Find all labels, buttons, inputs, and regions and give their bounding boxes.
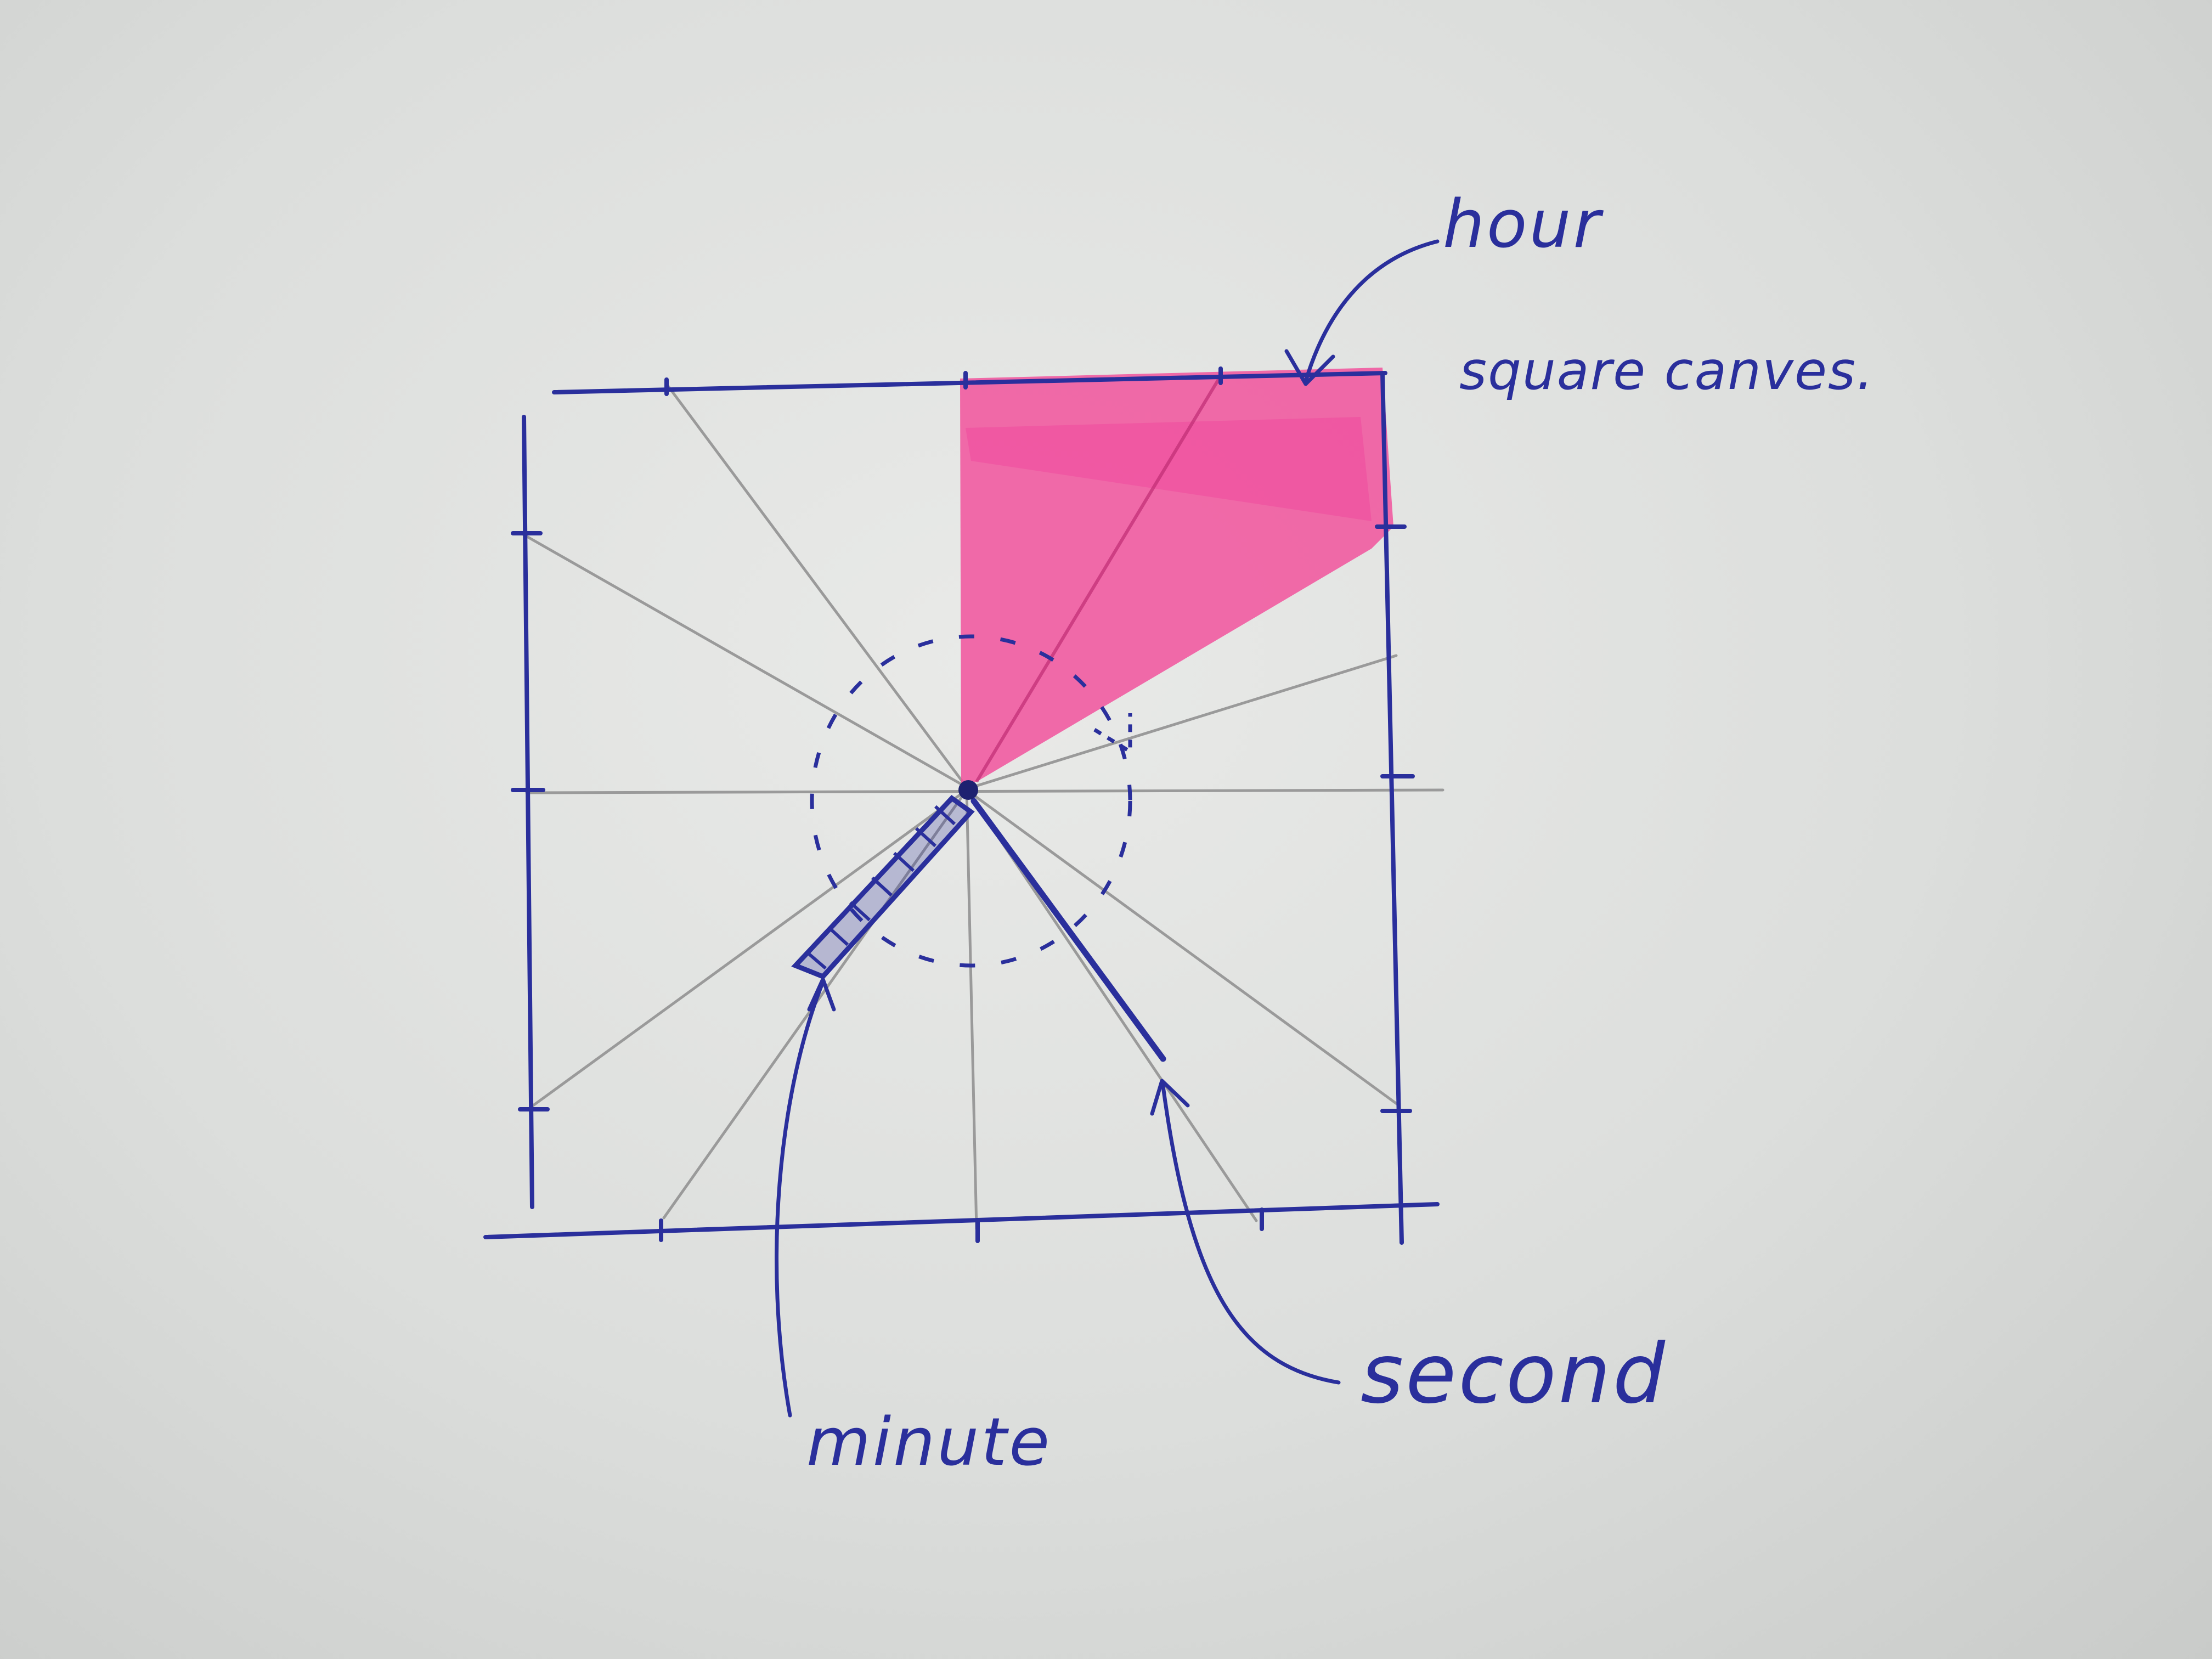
guide-lower-right [965,788,1401,1107]
minute-hand-hatching [805,805,956,970]
guide-horizontal [525,788,1444,794]
frame-left [522,415,534,1209]
second-hand [970,798,1166,1062]
minute-arrow [775,980,825,1418]
hour-wedge-fill [960,368,1393,785]
frame-bottom [483,1202,1440,1239]
guide-bottom-center [965,788,978,1231]
center-pivot [958,780,978,800]
label-square-canvas: square canves. [1459,340,1875,402]
annotation-arrows [775,239,1440,1418]
guide-top-left [665,382,968,789]
second-arrow [1161,1084,1341,1385]
hour-wedge-pencil-edge [975,377,1221,783]
guide-upper-left [520,532,968,789]
guide-right [965,654,1398,791]
frame-right [1380,371,1404,1245]
square-canvas-frame [483,366,1440,1245]
second-arrowhead [1150,1079,1190,1116]
dotted-circle [810,634,1132,968]
frame-top [552,371,1387,394]
label-second: second [1361,1327,1667,1422]
hour-arrow [1304,239,1440,383]
label-minute: minute [806,1404,1052,1481]
dotted-rotation-circle [810,634,1132,968]
rotation-arrowhead [1093,713,1132,755]
guide-lower-left [528,788,968,1110]
label-hour: hour [1443,187,1602,263]
hour-hand-wedge [960,368,1393,785]
hour-arrowhead [1284,349,1335,386]
hour-wedge-streak [966,417,1372,521]
minute-arrowhead [807,977,836,1012]
minute-hand [791,795,975,980]
